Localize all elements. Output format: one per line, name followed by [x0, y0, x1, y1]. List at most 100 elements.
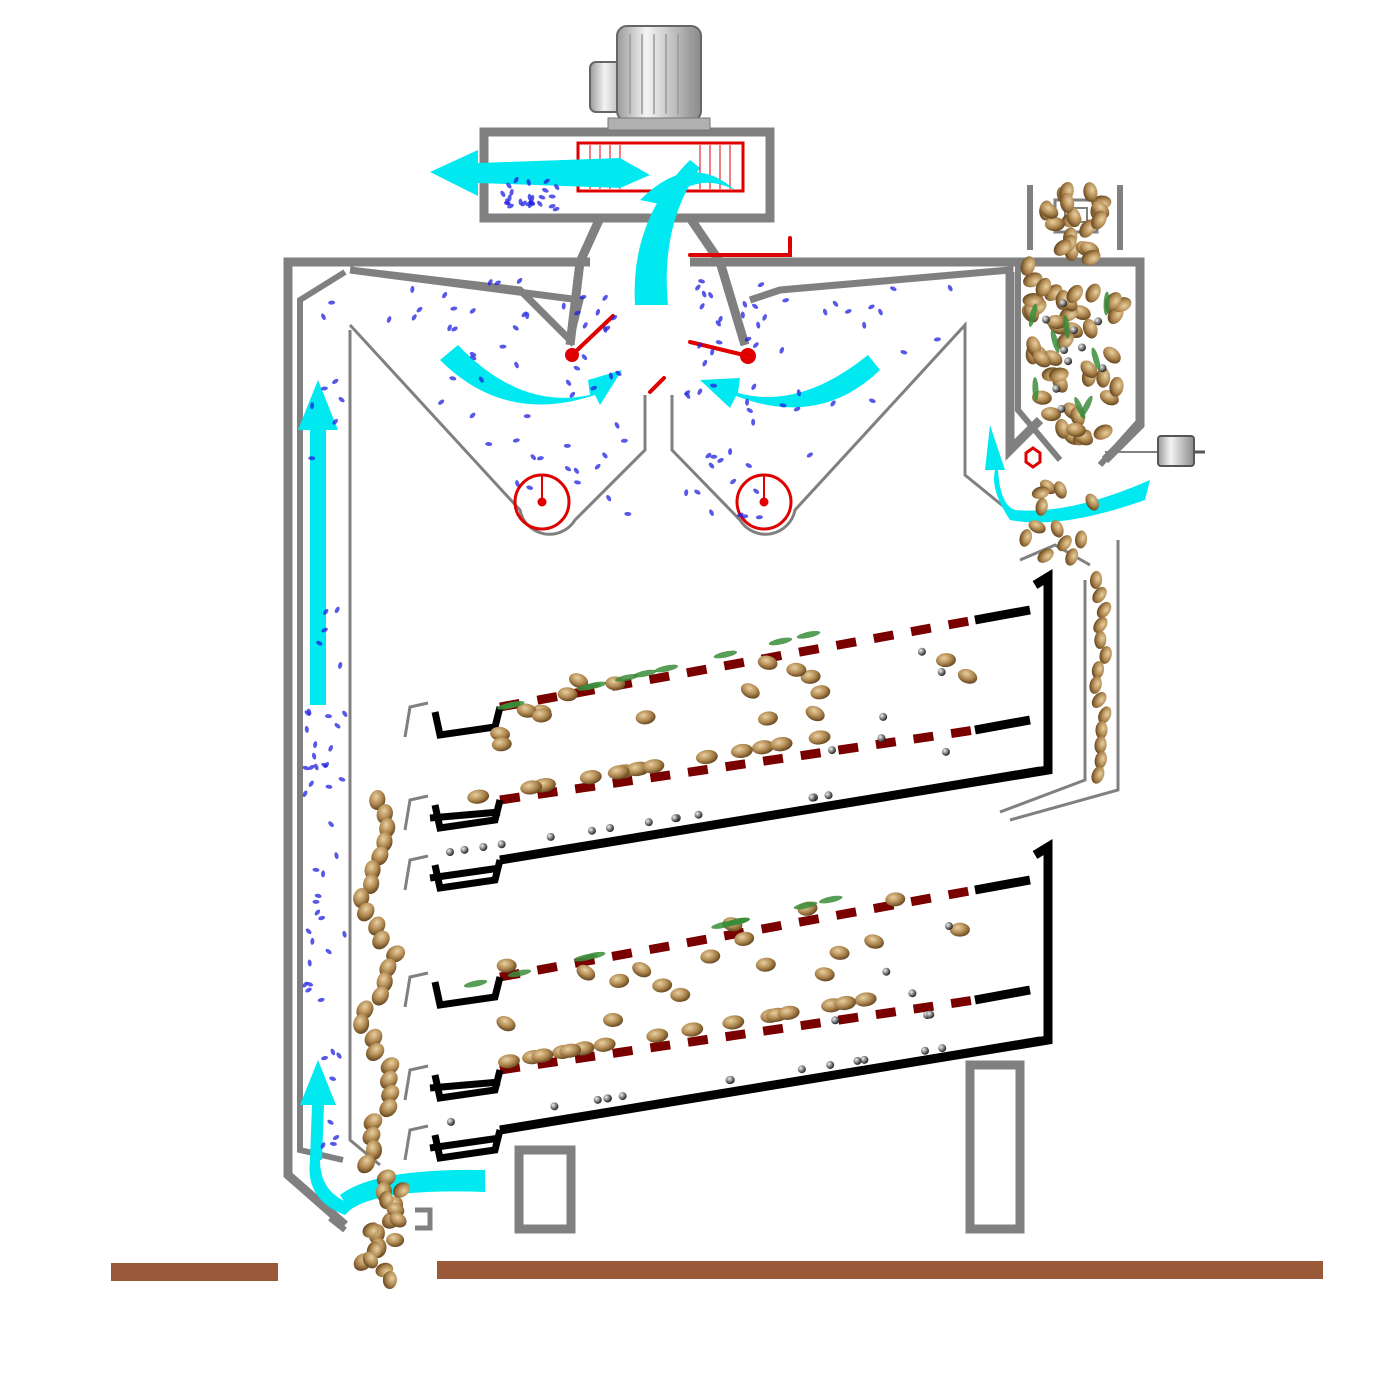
dust-particle	[329, 1076, 337, 1081]
dust-particle	[574, 310, 581, 316]
light-impurity	[793, 901, 818, 910]
grain-kernel	[646, 1028, 669, 1043]
dust-particle	[728, 448, 733, 456]
heavy-impurity	[808, 793, 817, 802]
outlet-chute	[403, 854, 429, 891]
dust-particle	[323, 608, 329, 615]
grain-kernel	[568, 673, 589, 689]
dust-particle	[602, 452, 608, 459]
dust-particle	[595, 308, 601, 316]
heavy-impurity	[920, 1046, 929, 1055]
grain-kernel	[1091, 766, 1105, 784]
dust-particle	[530, 454, 537, 461]
dust-particle	[451, 326, 458, 332]
screen-deck-solid	[499, 1036, 1041, 1134]
dust-particle	[569, 391, 576, 398]
dust-particle	[900, 350, 908, 355]
dust-particle	[334, 723, 341, 729]
dust-particle	[702, 359, 708, 367]
grain-kernel	[357, 1154, 375, 1174]
dust-particle	[694, 489, 701, 495]
dust-particle	[327, 1119, 334, 1125]
heavy-impurity	[860, 1055, 869, 1064]
dust-particle	[740, 311, 745, 319]
light-impurity	[1063, 314, 1070, 339]
dust-particle	[793, 406, 801, 412]
grain-kernel	[755, 957, 776, 972]
grain-kernel	[1066, 422, 1086, 437]
heavy-impurity	[879, 712, 888, 721]
heavy-impurity	[877, 734, 886, 743]
grain-kernel	[1035, 277, 1052, 297]
dust-particle	[332, 418, 338, 425]
heavy-impurity	[593, 1095, 602, 1104]
dust-particle	[386, 316, 392, 323]
dust-particle	[334, 852, 339, 860]
rotary-valve-icon	[735, 473, 793, 531]
dust-particle	[615, 370, 622, 376]
dust-particle	[314, 893, 322, 898]
dust-particle	[515, 480, 520, 487]
grain-kernel	[652, 978, 673, 993]
particles	[302, 176, 1132, 1289]
dust-particle	[579, 295, 587, 300]
grain-kernel	[1094, 631, 1107, 649]
grain-kernel	[386, 1232, 405, 1248]
dust-particle	[822, 308, 828, 316]
dust-particle	[342, 710, 348, 717]
dust-particle	[830, 400, 836, 407]
heavy-impurity	[671, 814, 680, 823]
light-impurity	[654, 664, 679, 673]
dust-particle	[695, 284, 701, 291]
dust-particle	[565, 379, 572, 386]
dust-particle	[755, 515, 763, 520]
heavy-impurity	[938, 1044, 947, 1053]
outlet-tray	[431, 976, 504, 1009]
grain-kernel	[1048, 367, 1069, 382]
grain-kernel	[353, 1014, 370, 1034]
grain-kernel	[516, 703, 537, 718]
dust-particle	[334, 606, 340, 614]
grain-kernel	[1066, 284, 1083, 303]
dust-particle	[302, 790, 308, 798]
dust-particle	[710, 383, 718, 388]
grain-kernel	[829, 945, 850, 960]
dust-particle	[537, 200, 543, 207]
grain-kernel	[559, 1043, 582, 1058]
grain-kernel	[864, 934, 884, 949]
heavy-impurity	[826, 1060, 835, 1069]
dust-particle	[573, 467, 580, 474]
dust-particle	[302, 765, 310, 771]
grain-kernel	[808, 730, 831, 745]
dust-particle	[516, 277, 523, 284]
grain-kernel	[364, 1028, 383, 1048]
dust-particle	[321, 1055, 328, 1061]
grain-kernel	[1060, 192, 1075, 213]
grain-kernel	[386, 945, 406, 963]
screen-deck-lip	[429, 1134, 501, 1152]
light-impurity	[496, 701, 521, 710]
dust-particle	[310, 402, 315, 410]
grain-kernel	[1056, 332, 1074, 350]
dust-particle	[604, 325, 611, 332]
grain-kernel	[371, 986, 389, 1006]
dust-particle	[699, 303, 705, 310]
heavy-impurity	[550, 1102, 559, 1111]
grain-kernel	[670, 987, 691, 1002]
air-exhaust-arrow	[430, 150, 650, 196]
heavy-impurity	[944, 922, 953, 931]
dust-particle	[536, 456, 544, 461]
dust-particle	[304, 710, 311, 716]
air-fan-swirl	[640, 172, 735, 205]
light-impurity	[615, 674, 639, 682]
grain-kernel	[1035, 497, 1048, 516]
grain-kernel	[593, 1037, 616, 1052]
dust-particle	[514, 361, 519, 369]
grain-kernel	[389, 1212, 407, 1228]
dust-particle	[321, 762, 328, 768]
settling-hoppers	[348, 321, 1120, 822]
dust-particle	[561, 302, 566, 310]
screen-deck-end	[974, 715, 1031, 735]
dust-particle	[530, 194, 535, 202]
dust-particle	[606, 494, 612, 502]
